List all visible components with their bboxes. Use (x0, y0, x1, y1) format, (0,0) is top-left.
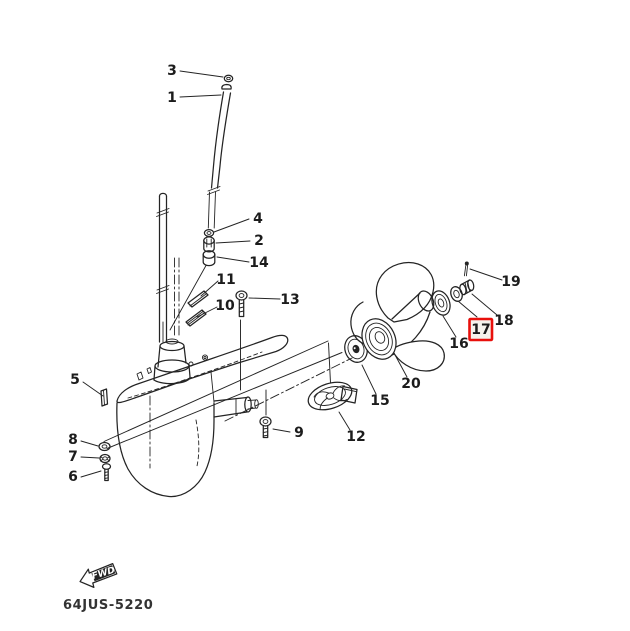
leader-line-7 (80, 456, 100, 459)
callout-3: 3 (167, 63, 224, 79)
highlight-box (468, 317, 494, 342)
callout-label-4[interactable]: 4 (253, 211, 263, 227)
callout-label-15[interactable]: 15 (370, 393, 389, 409)
callout-label-7[interactable]: 7 (68, 449, 78, 465)
callout-label-12[interactable]: 12 (346, 429, 365, 445)
prop-nut (459, 279, 475, 296)
callout-11: 11 (200, 272, 236, 297)
leader-line-10 (196, 306, 218, 318)
leader-line-12 (338, 411, 351, 431)
callout-label-11[interactable]: 11 (216, 272, 235, 288)
leader-line-2 (215, 240, 251, 244)
callout-label-19[interactable]: 19 (501, 274, 520, 290)
callout-2: 2 (215, 233, 264, 249)
leader-line-3 (179, 70, 224, 78)
callout-9: 9 (272, 425, 304, 441)
callout-10: 10 (196, 298, 235, 318)
leader-line-5 (82, 381, 104, 397)
callout-6: 6 (68, 469, 102, 485)
callout-15: 15 (361, 364, 390, 409)
leader-line-9 (272, 428, 291, 433)
callout-label-16[interactable]: 16 (449, 336, 468, 352)
leader-line-4 (213, 218, 250, 233)
callout-label-8[interactable]: 8 (68, 432, 78, 448)
callout-label-5[interactable]: 5 (70, 372, 80, 388)
alignment-lines (103, 319, 353, 449)
callout-label-14[interactable]: 14 (249, 255, 269, 271)
leader-line-13 (248, 297, 281, 300)
leader-line-19 (469, 268, 503, 281)
anode-bracket (100, 388, 109, 407)
shift-rod (207, 74, 234, 229)
bolt-9 (259, 416, 272, 439)
callout-5: 5 (70, 372, 104, 397)
callout-label-18[interactable]: 18 (494, 313, 513, 329)
impeller (307, 381, 358, 411)
leader-line-8 (80, 440, 99, 447)
fwd-arrow-label: FWD (91, 565, 117, 582)
gear-housing (116, 371, 215, 498)
fwd-direction-arrow: FWD (79, 562, 118, 588)
shift-rod-joint-parts (169, 228, 216, 331)
callout-label-10[interactable]: 10 (215, 298, 235, 314)
thrust-bearing (344, 335, 368, 363)
anti-ventilation-plate (116, 334, 289, 404)
leader-line-6 (80, 470, 102, 478)
washer-7 (99, 453, 111, 464)
leader-line-1 (179, 94, 222, 98)
leader-line-16 (442, 315, 457, 338)
callout-label-2[interactable]: 2 (254, 233, 264, 249)
propeller (350, 261, 445, 372)
callout-16: 16 (442, 315, 469, 352)
leader-line-15 (361, 364, 377, 395)
callout-label-6[interactable]: 6 (68, 469, 78, 485)
callout-label-20[interactable]: 20 (401, 376, 421, 392)
callout-13: 13 (248, 292, 300, 308)
leader-line-17 (457, 300, 478, 318)
callout-label-13[interactable]: 13 (280, 292, 299, 308)
leader-line-18 (471, 293, 498, 316)
callout-label-9[interactable]: 9 (294, 425, 304, 441)
washer-17 (450, 286, 463, 302)
cotter-pin (463, 261, 469, 277)
callout-8: 8 (68, 432, 99, 448)
leader-line-11 (200, 280, 219, 297)
leader-line-14 (216, 256, 250, 263)
callout-7: 7 (68, 449, 100, 465)
callout-17: 17 (457, 300, 494, 342)
callout-19: 19 (469, 268, 521, 290)
bolt-13 (235, 290, 248, 318)
water-pump-tower (136, 338, 209, 385)
callout-18: 18 (471, 293, 514, 329)
drive-shaft (156, 192, 180, 343)
diagram-part-code: 64JUS-5220 (63, 598, 153, 613)
callout-12: 12 (338, 411, 366, 445)
prop-shaft (213, 396, 259, 418)
callout-label-17[interactable]: 17 (471, 322, 490, 338)
callout-4: 4 (213, 211, 263, 233)
fwd-arrow-face (91, 565, 116, 582)
leader-line-20 (393, 352, 408, 378)
bolt-6 (101, 463, 112, 482)
callout-label-1[interactable]: 1 (167, 90, 177, 106)
spacer-16 (431, 290, 451, 316)
shift-cam-keys (185, 290, 209, 327)
callout-label-3[interactable]: 3 (167, 63, 177, 79)
callout-1: 1 (167, 90, 222, 106)
callout-14: 14 (216, 255, 269, 271)
callout-20: 20 (393, 352, 421, 392)
washer-8 (98, 441, 111, 452)
